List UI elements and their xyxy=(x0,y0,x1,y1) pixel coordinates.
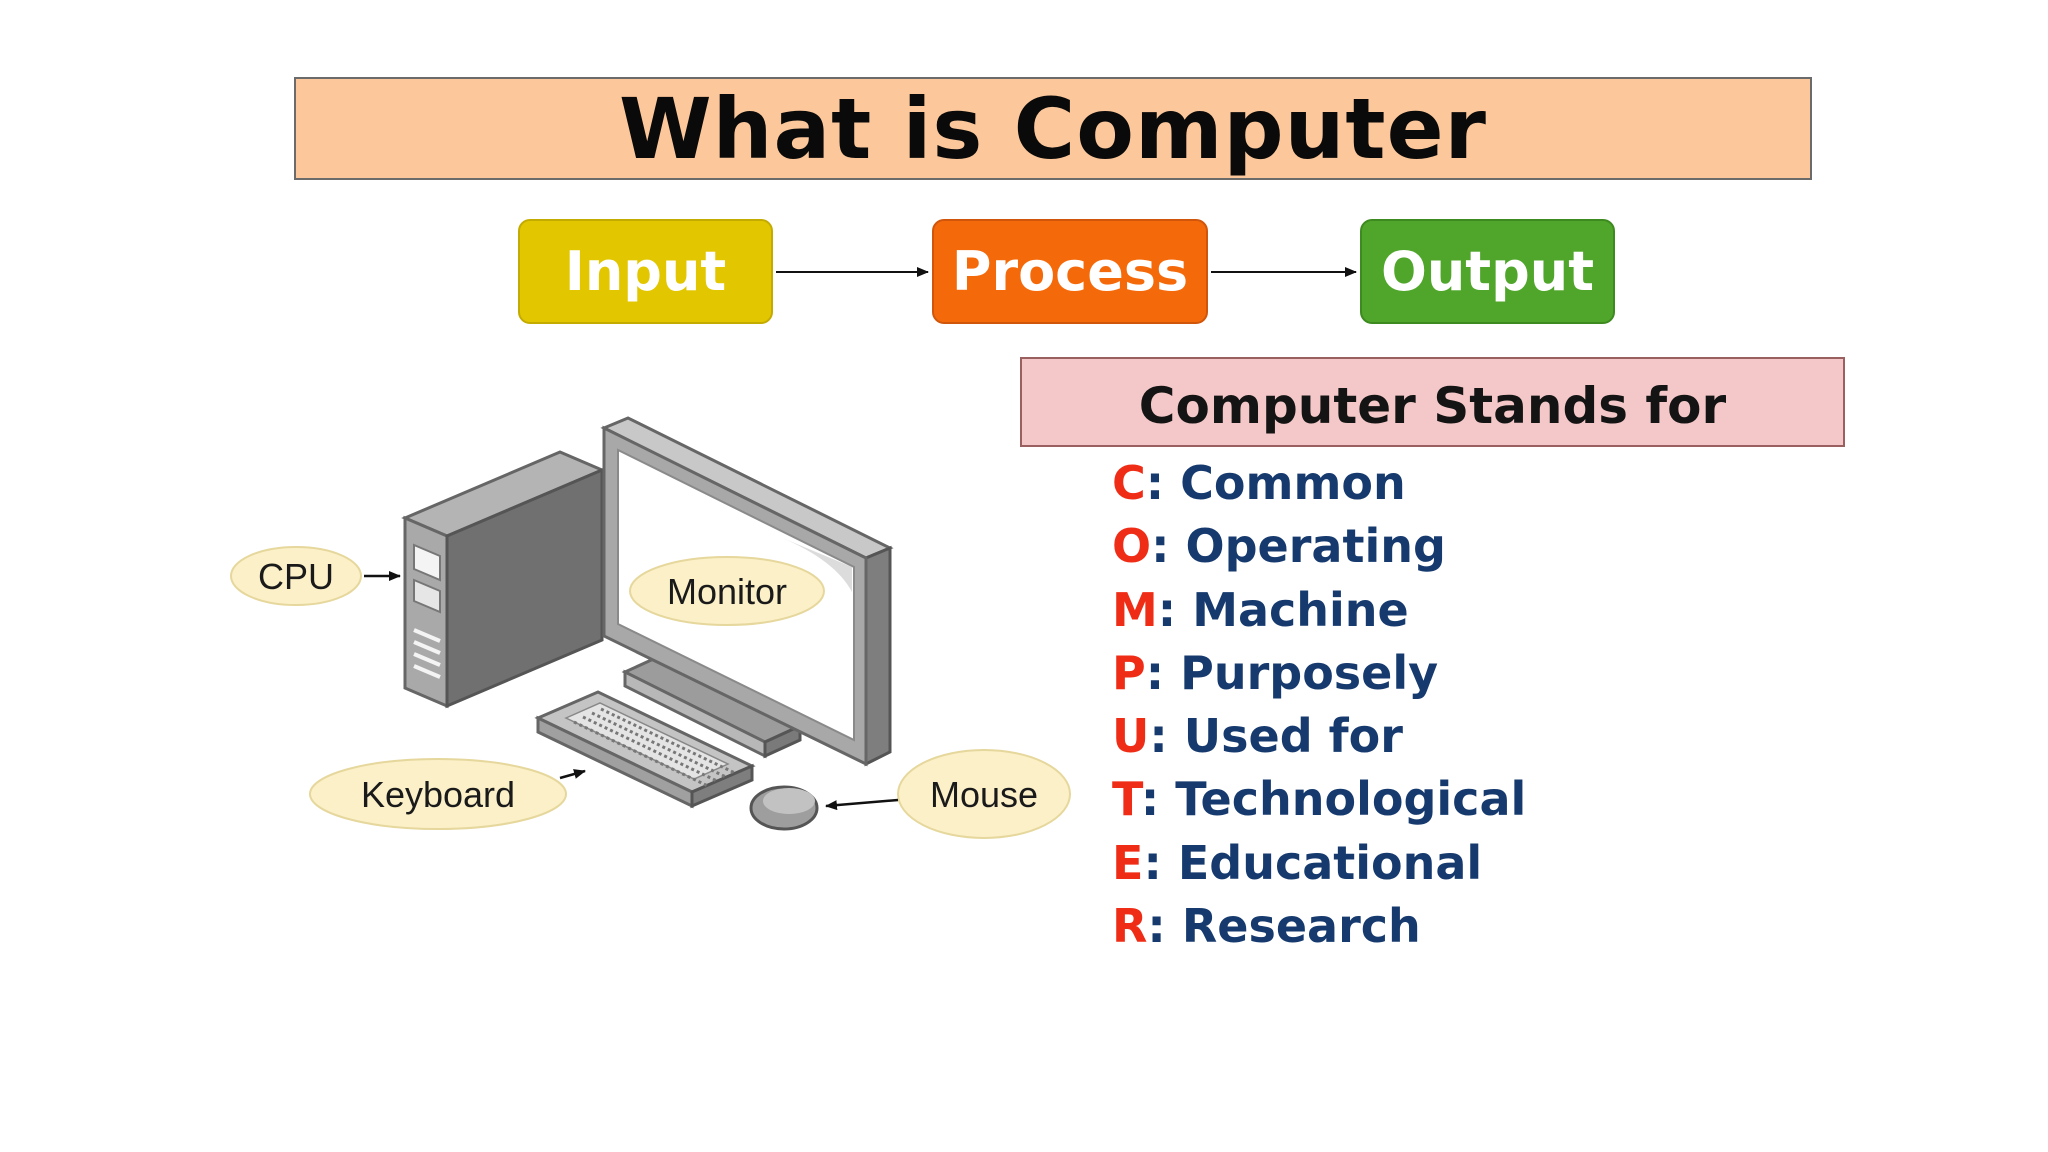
acronym-letter: O xyxy=(1112,519,1152,574)
acronym-item: P: Purposely xyxy=(1112,642,1526,705)
acronym-letter: P xyxy=(1112,645,1146,700)
mouse-arrow xyxy=(825,798,899,811)
acronym-word: : Purposely xyxy=(1145,645,1439,700)
mouse-icon xyxy=(749,785,819,831)
input-box: Input xyxy=(518,219,773,324)
keyboard-label-text: Keyboard xyxy=(361,774,515,815)
acronym-letter: M xyxy=(1112,582,1158,637)
monitor-label-text: Monitor xyxy=(667,571,787,612)
cpu-tower-icon xyxy=(401,450,606,709)
mouse-label-text: Mouse xyxy=(930,774,1038,815)
acronym-letter: R xyxy=(1112,899,1148,954)
acronym-item: E: Educational xyxy=(1112,832,1526,895)
process-box: Process xyxy=(932,219,1208,324)
acronym-item: M: Machine xyxy=(1112,579,1526,642)
acronym-item: O: Operating xyxy=(1112,515,1526,578)
acronym-item: C: Common xyxy=(1112,452,1526,515)
acronym-word: : Common xyxy=(1145,456,1406,510)
cpu-label-text: CPU xyxy=(258,556,334,597)
stands-for-heading: Computer Stands for xyxy=(1138,377,1727,435)
acronym-item: T: Technological xyxy=(1112,768,1526,831)
acronym-word: : Technological xyxy=(1140,772,1527,827)
cpu-label: CPU xyxy=(230,546,362,606)
output-box: Output xyxy=(1360,219,1615,324)
acronym-letter: C xyxy=(1112,456,1146,510)
mouse-label: Mouse xyxy=(897,749,1071,839)
monitor-label: Monitor xyxy=(629,556,825,626)
keyboard-arrow xyxy=(559,769,586,780)
acronym-item: R: Research xyxy=(1112,895,1526,958)
stands-for-banner: Computer Stands for xyxy=(1020,357,1845,447)
acronym-letter: U xyxy=(1112,709,1150,764)
acronym-letter: E xyxy=(1112,835,1144,890)
keyboard-icon xyxy=(534,690,756,809)
acronym-word: : Educational xyxy=(1143,835,1483,890)
acronym-word: : Used for xyxy=(1149,709,1403,764)
acronym-item: U: Used for xyxy=(1112,705,1526,768)
acronym-word: : Machine xyxy=(1157,582,1409,637)
keyboard-label: Keyboard xyxy=(309,758,567,830)
acronym-word: : Operating xyxy=(1151,519,1446,574)
acronym-word: : Research xyxy=(1147,899,1421,954)
page-title: What is Computer xyxy=(619,79,1487,178)
title-banner: What is Computer xyxy=(294,77,1812,180)
acronym-list: C: Common O: Operating M: Machine P: Pur… xyxy=(1112,452,1526,958)
acronym-letter: T xyxy=(1112,772,1141,827)
